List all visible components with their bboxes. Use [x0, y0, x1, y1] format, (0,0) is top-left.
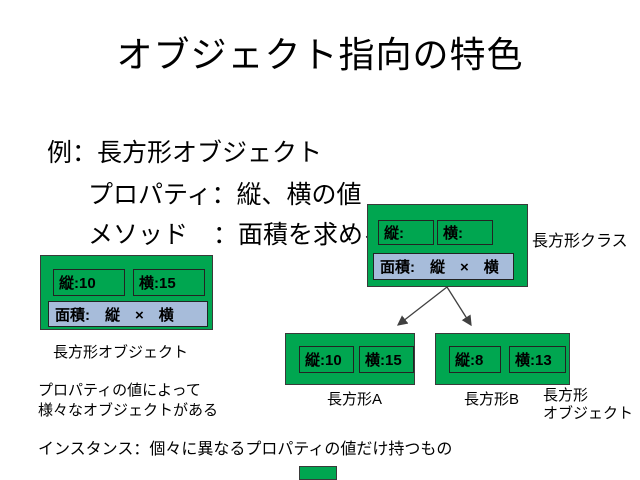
object-width-field: 横:15 [133, 269, 205, 296]
variety-note-line2: 様々なオブジェクトがある [38, 402, 219, 419]
instance-side-label-line2: オブジェクト [543, 405, 634, 422]
object-height-field: 縦:10 [53, 269, 125, 296]
class-box-label: 長方形クラス [532, 233, 628, 250]
intro-method-line: メソッド ：面積を求める [88, 221, 389, 249]
instance-a-label: 長方形A [327, 391, 383, 408]
arrow-to-instance-b [446, 286, 472, 327]
instance-b-box: 縦:8 横:13 [435, 333, 570, 385]
object-method-row: 面積: 縦 × 横 [48, 301, 208, 327]
class-height-field: 縦: [378, 220, 434, 245]
instance-b-label: 長方形B [464, 391, 520, 408]
object-box-label: 長方形オブジェクト [53, 344, 189, 361]
class-box: 縦: 横: 面積: 縦 × 横 [367, 204, 528, 287]
instance-a-width-field: 横:15 [359, 346, 414, 373]
variety-note-line1: プロパティの値によって [38, 382, 201, 399]
intro-example-line: 例：長方形オブジェクト [47, 139, 323, 167]
instance-a-height-field: 縦:10 [299, 346, 354, 373]
instance-definition-note: インスタンス：個々に異なるプロパティの値だけ持つもの [38, 441, 453, 458]
arrow-to-instance-a [396, 286, 448, 326]
footer-green-bar [299, 466, 337, 480]
instance-b-height-field: 縦:8 [449, 346, 501, 373]
instance-b-width-field: 横:13 [509, 346, 566, 373]
class-width-field: 横: [437, 220, 493, 245]
intro-property-line: プロパティ：縦、横の値 [88, 181, 362, 209]
instance-side-label-line1: 長方形 [543, 387, 589, 404]
instance-a-box: 縦:10 横:15 [285, 333, 415, 385]
object-box: 縦:10 横:15 面積: 縦 × 横 [40, 255, 213, 330]
class-method-row: 面積: 縦 × 横 [373, 253, 514, 280]
slide-title: オブジェクト指向の特色 [116, 34, 524, 75]
